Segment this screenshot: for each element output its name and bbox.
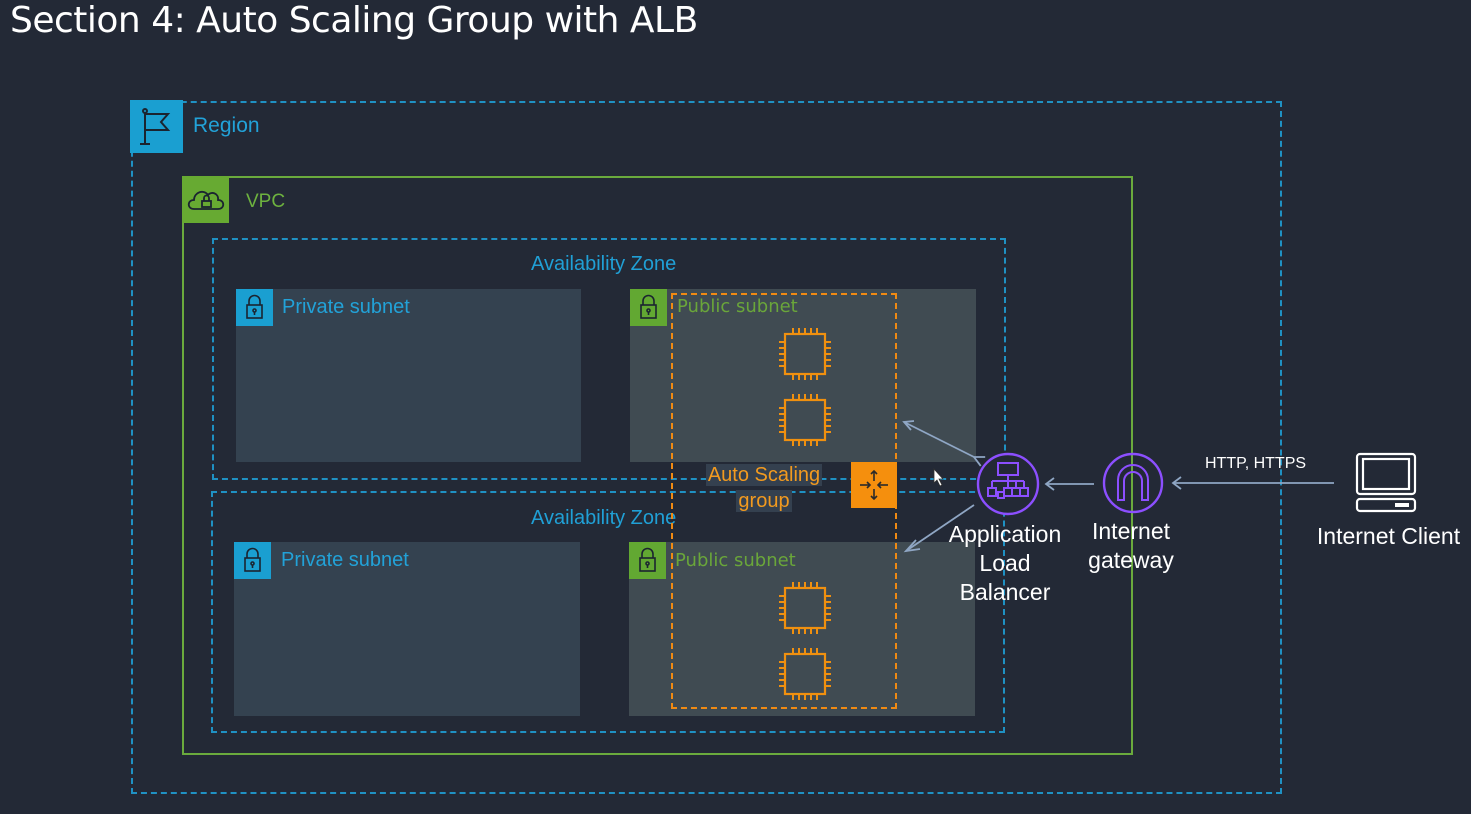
auto-scaling-group-label: Auto Scaling group <box>700 462 828 514</box>
arrow-alb-to-az2 <box>905 504 975 552</box>
flag-icon <box>140 108 171 145</box>
alb-label-line2: Load <box>979 550 1031 576</box>
mouse-cursor-icon <box>933 467 944 487</box>
ec2-instance-icon <box>777 580 833 636</box>
cloud-lock-icon <box>187 190 225 210</box>
arrow-head <box>902 420 915 431</box>
ec2-instance-icon <box>777 326 833 382</box>
arrow-head <box>1044 477 1055 491</box>
arrow-head <box>903 539 921 553</box>
region-badge <box>130 100 183 153</box>
region-label: Region <box>193 114 260 137</box>
alb-label: Application Load Balancer <box>935 520 1075 607</box>
asg-label-line1: Auto Scaling <box>705 464 823 486</box>
client-label: Internet Client <box>1316 523 1461 549</box>
private-subnet-2 <box>234 542 580 716</box>
auto-scaling-badge[interactable] <box>851 462 897 508</box>
alb-label-line3: Balancer <box>959 579 1051 605</box>
public-subnet-2-badge <box>629 542 666 579</box>
page-title: Section 4: Auto Scaling Group with ALB <box>10 0 698 41</box>
public-subnet-1-label: Public subnet <box>677 296 798 317</box>
vpc-label: VPC <box>246 191 286 212</box>
public-subnet-2-label: Public subnet <box>675 550 796 571</box>
alb-label-line1: Application <box>948 521 1062 547</box>
arrow-alb-to-az1 <box>903 421 974 457</box>
public-subnet-1 <box>630 289 976 462</box>
private-subnet-1 <box>236 289 581 462</box>
gateway-arch-icon[interactable] <box>1102 452 1164 514</box>
public-subnet-1-badge <box>630 289 667 326</box>
az-2-label: Availability Zone <box>531 507 677 529</box>
vpc-badge <box>182 176 229 223</box>
private-subnet-1-label: Private subnet <box>282 296 410 318</box>
lock-icon <box>246 294 263 319</box>
private-subnet-1-badge <box>236 289 273 326</box>
lock-icon <box>244 547 261 572</box>
igw-label: Internet gateway <box>1076 517 1186 575</box>
ec2-instance-icon <box>777 392 833 448</box>
az-1-label: Availability Zone <box>531 253 677 275</box>
lock-icon <box>640 294 657 319</box>
auto-scaling-icon <box>860 469 888 501</box>
load-balancer-icon[interactable] <box>976 452 1040 516</box>
arrow-head <box>1171 476 1182 490</box>
igw-label-line2: gateway <box>1088 547 1174 573</box>
availability-zone-2 <box>211 491 1005 733</box>
computer-icon[interactable] <box>1355 452 1417 513</box>
igw-label-line1: Internet <box>1092 518 1170 544</box>
lock-icon <box>639 547 656 572</box>
private-subnet-2-badge <box>234 542 271 579</box>
availability-zone-1 <box>212 238 1006 480</box>
region-container <box>131 101 1282 794</box>
ec2-instance-icon <box>777 646 833 702</box>
connection-label: HTTP, HTTPS <box>1205 455 1307 472</box>
asg-label-line2: group <box>736 490 792 512</box>
private-subnet-2-label: Private subnet <box>281 549 409 571</box>
